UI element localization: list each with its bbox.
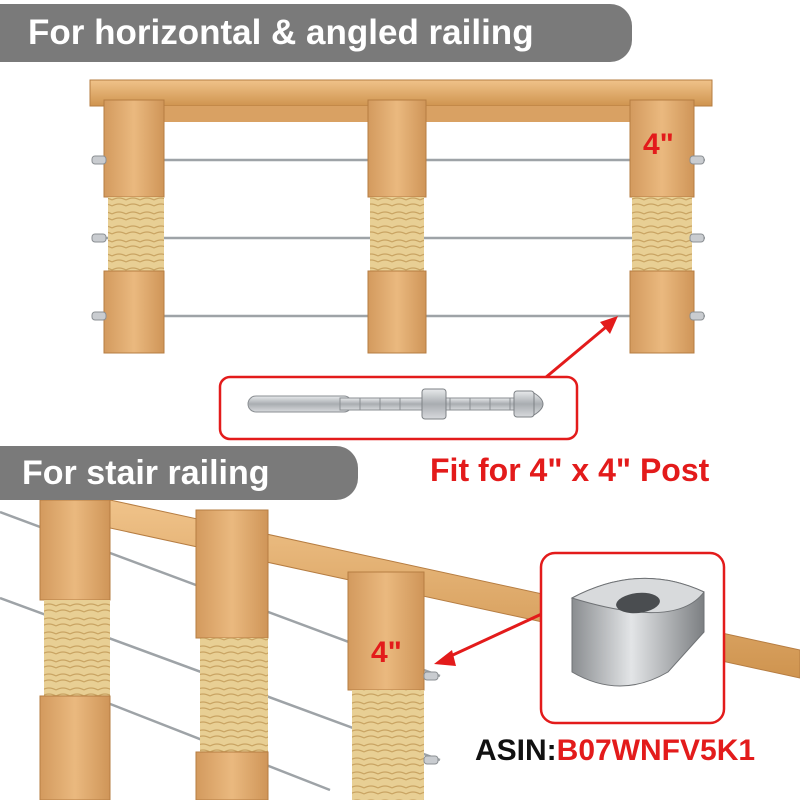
asin-prefix: ASIN: (475, 734, 557, 767)
horizontal-railing (89, 79, 713, 354)
washer-product-box (539, 551, 726, 725)
post-size-label-stair: 4" (371, 636, 402, 669)
asin-code: B07WNFV5K1 (556, 734, 756, 767)
post-size-label-top: 4" (643, 128, 674, 161)
fit-post-text: Fit for 4" x 4" Post (430, 452, 710, 488)
pointer-arrow-top (544, 316, 618, 380)
banner-stair-railing: For stair railing (0, 446, 358, 500)
tensioner-product-box (218, 375, 579, 441)
pointer-arrow-stair (434, 610, 547, 666)
banner-horizontal-railing: For horizontal & angled railing (0, 4, 632, 62)
asin-label: ASIN:B07WNFV5K1 (475, 734, 755, 768)
